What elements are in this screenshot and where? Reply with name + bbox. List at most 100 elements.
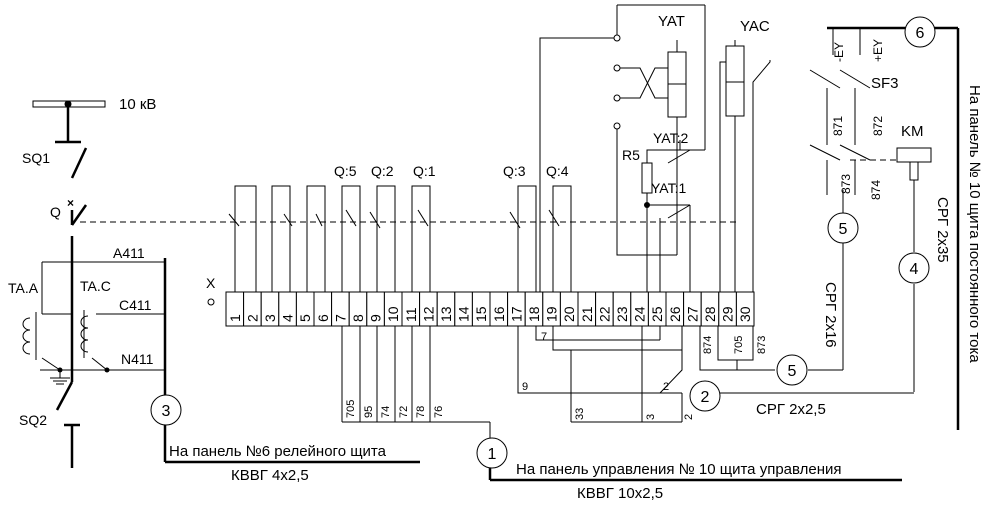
wire-72: 72: [398, 406, 410, 418]
wire-74: 74: [380, 406, 392, 418]
terminal-number: 29: [720, 306, 736, 322]
sq2-label: SQ2: [19, 412, 47, 428]
contactor-km: [896, 147, 932, 392]
cable-marker-circle: [150, 394, 182, 426]
cable-marker-circle: [689, 380, 721, 412]
q2-label: Q:2: [371, 163, 394, 179]
contact-yat2: [667, 140, 691, 164]
dc-supply: -EY +EY: [809, 26, 960, 430]
cable-marker-circle: [904, 16, 936, 48]
r5-label: R5: [622, 147, 640, 163]
terminal-number: 9: [368, 314, 384, 322]
terminal-number: 17: [508, 306, 524, 322]
trip-coil-yat: [539, 4, 706, 292]
trip-coil-yac: [719, 40, 771, 292]
terminal-number: 24: [632, 306, 648, 322]
terminal-number: 14: [456, 306, 472, 322]
terminal-number: 18: [526, 306, 542, 322]
q-label: Q: [50, 204, 61, 220]
cable-marker-number: 1: [488, 446, 497, 463]
wire-873s: 873: [839, 174, 853, 194]
wire-2b: 2: [683, 414, 695, 420]
current-transformer-c: [80, 310, 108, 371]
cable-marker-number: 4: [910, 261, 919, 278]
terminal-number: 26: [667, 306, 683, 322]
terminal-number: 4: [280, 314, 296, 322]
wire-873: 873: [756, 336, 768, 354]
cable4-type: СРГ 2х35: [934, 197, 951, 263]
yac-label: YAC: [740, 18, 770, 35]
wire-33: 33: [574, 408, 586, 420]
cable-marker-number: 6: [916, 25, 925, 42]
terminal-number: 8: [350, 314, 366, 322]
cable6-destination: На панель № 10 щита постоянного тока: [966, 85, 983, 363]
terminal-cell: [735, 291, 755, 327]
a411-label: A411: [113, 245, 145, 261]
terminal-number: 6: [315, 314, 331, 322]
terminal-block-label: X: [206, 275, 216, 291]
yat2-label: YAT:2: [653, 130, 688, 146]
c411-label: C411: [119, 297, 152, 313]
terminal-wires: [341, 326, 914, 438]
q1-label: Q:1: [413, 163, 436, 179]
terminal-number: 16: [491, 306, 507, 322]
sq1-label: SQ1: [22, 150, 50, 166]
earthing-switch-sq2: [55, 381, 80, 468]
cable-marker-circle: [476, 437, 508, 469]
km-label: KM: [901, 123, 924, 140]
wire-705b: 705: [733, 336, 745, 354]
q4-label: Q:4: [546, 163, 569, 179]
cable2-type: СРГ 2х2,5: [756, 401, 826, 418]
cable-marker-number: 2: [701, 389, 710, 406]
terminal-number: 15: [473, 306, 489, 322]
cable-lines: [165, 460, 902, 482]
contact-yat1: [659, 204, 691, 292]
ta-a-label: TA.A: [8, 280, 39, 296]
sf3-label: SF3: [871, 75, 899, 92]
terminal-number: 23: [614, 306, 630, 322]
n411-label: N411: [121, 351, 154, 367]
terminal-block-marker: [207, 298, 215, 306]
wire-76: 76: [433, 406, 445, 418]
terminal-number: 2: [244, 314, 260, 322]
disconnector-sq1: ×: [67, 147, 88, 210]
terminal-number: 7: [332, 314, 348, 322]
voltage-label: 10 кВ: [119, 96, 156, 113]
terminal-number: 25: [649, 306, 665, 322]
yat-label: YAT: [658, 13, 685, 30]
ct-secondary-wires: [40, 258, 167, 462]
wire-9: 9: [522, 381, 528, 393]
wire-7: 7: [541, 331, 547, 343]
cable5-type: СРГ 2х16: [822, 282, 839, 348]
terminal-number: 28: [702, 306, 718, 322]
svg-text:×: ×: [67, 196, 74, 210]
cable-marker-number: 3: [162, 403, 171, 420]
terminal-number: 11: [403, 307, 419, 322]
ey-plus-label: +EY: [871, 39, 885, 62]
wire-95: 95: [363, 406, 375, 418]
terminal-number: 10: [385, 306, 401, 322]
terminal-number: 19: [544, 306, 560, 322]
wire-872: 872: [871, 116, 885, 136]
terminal-number: 5: [297, 314, 313, 322]
terminal-number: 12: [420, 306, 436, 322]
cable-marker-circle: [827, 212, 859, 244]
cable-marker-circle: [898, 252, 930, 284]
wire-2a: 2: [663, 381, 669, 393]
terminal-number: 1: [227, 314, 243, 322]
cable-marker-circle: [776, 354, 808, 386]
cable-marker-number: 5: [839, 221, 848, 238]
terminal-number: 27: [684, 306, 700, 322]
resistor-r5: [641, 149, 705, 292]
cable3-type: КВВГ 4х2,5: [231, 467, 309, 484]
busbar-10kv: [32, 100, 106, 144]
terminal-number: 3: [262, 314, 278, 322]
current-transformer-a: [22, 312, 72, 371]
cable1-destination: На панель управления № 10 щита управлени…: [516, 461, 842, 478]
cable3-destination: На панель №6 релейного щита: [169, 443, 387, 460]
terminal-number: 30: [737, 306, 753, 322]
auxiliary-contacts: [228, 185, 572, 292]
wire-874: 874: [702, 336, 714, 354]
